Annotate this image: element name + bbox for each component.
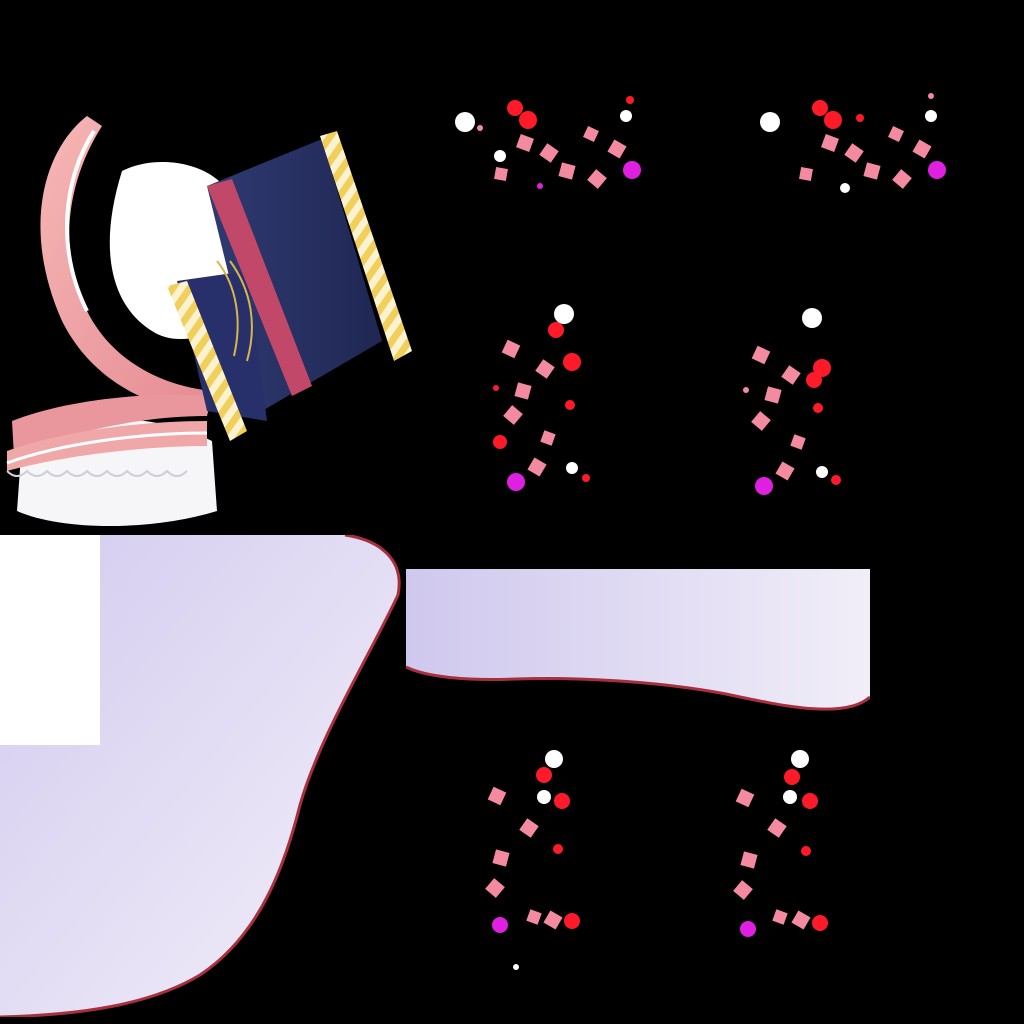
fx-5 xyxy=(485,750,580,970)
fx-2 xyxy=(760,93,946,193)
sparkle-particles-icon xyxy=(743,308,841,495)
fx-3 xyxy=(493,304,590,491)
cloth-panel-icon xyxy=(0,535,401,1017)
sleeve-cuff-icon xyxy=(6,116,412,526)
sparkle-particles-icon xyxy=(485,750,580,970)
sparkle-particles-icon xyxy=(733,750,828,937)
sparkle-particles-icon xyxy=(455,96,641,189)
sleeve-sprite xyxy=(2,111,417,532)
fx-4 xyxy=(743,308,841,495)
fx-1 xyxy=(455,96,641,189)
fx-6 xyxy=(733,750,828,937)
sparkle-particles-icon xyxy=(760,93,946,193)
cloth-left-sprite xyxy=(0,535,405,1017)
cloth-strip-icon xyxy=(406,569,870,711)
cloth-strip-sprite xyxy=(406,569,870,717)
sparkle-particles-icon xyxy=(493,304,590,491)
